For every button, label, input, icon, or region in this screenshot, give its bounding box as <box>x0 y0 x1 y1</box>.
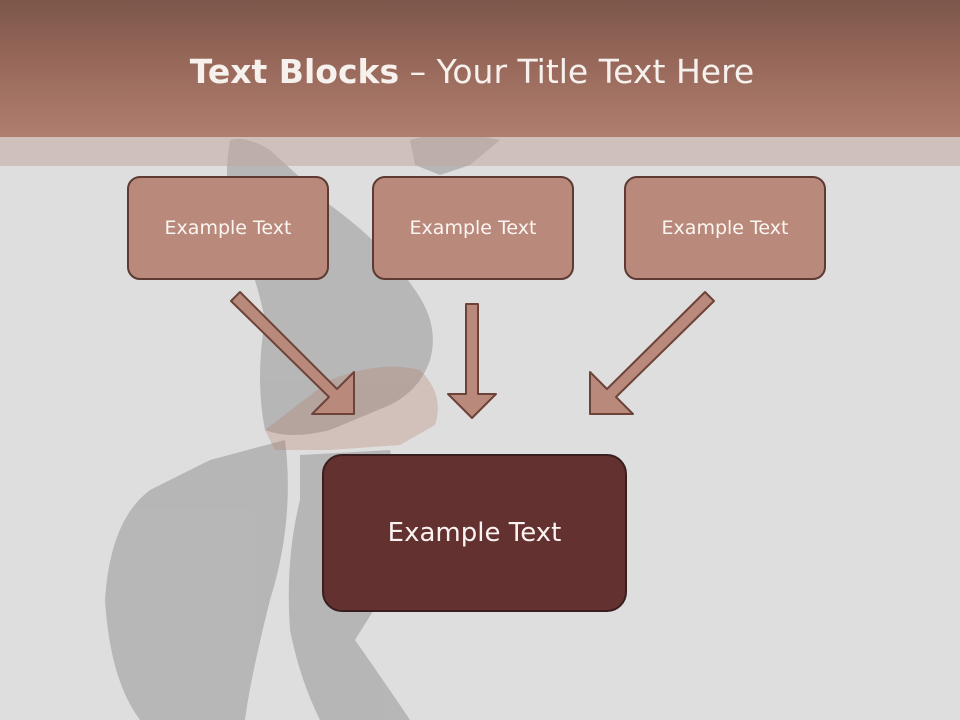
title-rest: Your Title Text Here <box>436 52 755 91</box>
slide-title: Text Blocks – Your Title Text Here <box>0 52 944 91</box>
text-block-3-label: Example Text <box>661 217 789 239</box>
arrow-left <box>230 291 355 415</box>
title-bar <box>0 0 960 137</box>
text-block-3: Example Text <box>624 176 826 280</box>
arrow-center <box>447 303 497 419</box>
figure-leg-left <box>105 440 288 720</box>
title-dash: – <box>399 52 437 91</box>
text-block-1: Example Text <box>127 176 329 280</box>
text-block-main-label: Example Text <box>387 518 562 548</box>
arrow-right <box>589 291 715 415</box>
text-block-2-label: Example Text <box>409 217 537 239</box>
text-block-2: Example Text <box>372 176 574 280</box>
title-accent-strip <box>0 137 960 166</box>
text-block-1-label: Example Text <box>164 217 292 239</box>
text-block-main: Example Text <box>322 454 627 612</box>
title-bold: Text Blocks <box>189 52 400 91</box>
